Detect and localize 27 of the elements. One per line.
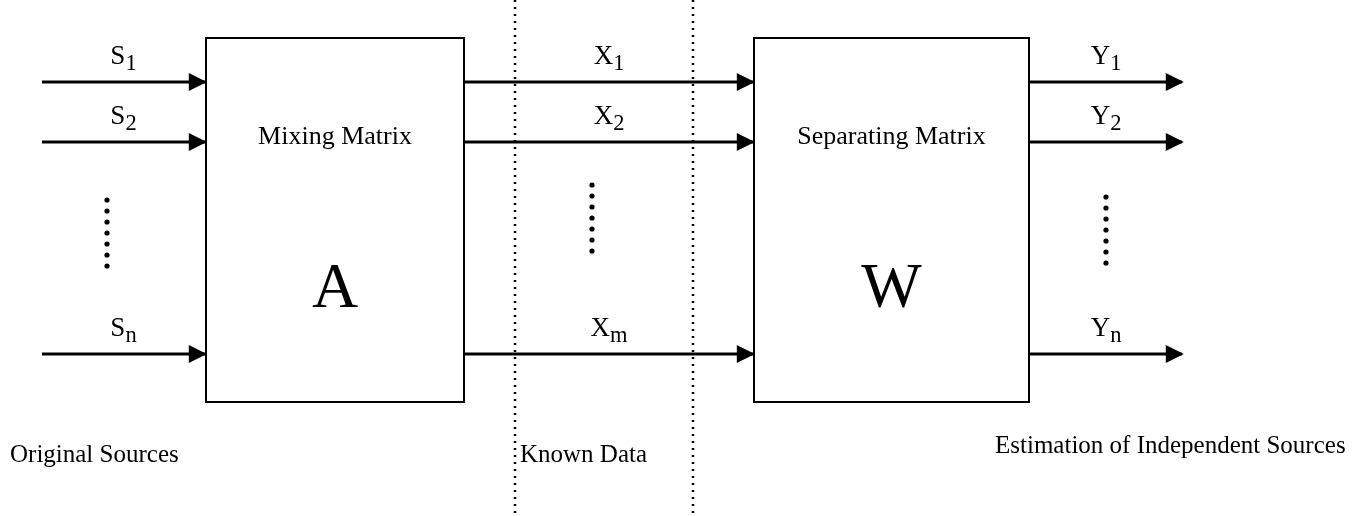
block-title: Separating Matrix [797, 121, 986, 151]
arrow [465, 73, 755, 91]
matrix-symbol: A [311, 254, 359, 318]
arrow [42, 73, 207, 91]
edge-label: S$_{1}$ [110, 42, 137, 75]
arrow [1030, 345, 1184, 363]
annotation-text: Original Sources [10, 439, 179, 469]
matrix-symbol: W [861, 254, 922, 318]
edge-label: S$_{n}$ [110, 314, 137, 347]
arrow [1030, 73, 1184, 91]
annotation-text: Estimation of Independent Sources [995, 430, 1346, 460]
arrow [465, 133, 755, 151]
edge-label: Y$_{2}$ [1090, 102, 1122, 135]
edge-label: X$_{1}$ [593, 42, 625, 75]
arrow [42, 345, 207, 363]
edge-label: Y$_{1}$ [1090, 42, 1122, 75]
arrow [42, 133, 207, 151]
matrix-block [753, 37, 1030, 403]
matrix-block [205, 37, 465, 403]
edge-label: Y$_{n}$ [1090, 314, 1122, 347]
block-title: Mixing Matrix [258, 121, 412, 151]
edge-label: X$_{2}$ [593, 102, 625, 135]
arrow [465, 345, 755, 363]
arrow [1030, 133, 1184, 151]
annotation-text: Known Data [520, 439, 648, 469]
edge-label: S$_{2}$ [110, 102, 137, 135]
edge-label: X$_{m}$ [590, 314, 628, 347]
